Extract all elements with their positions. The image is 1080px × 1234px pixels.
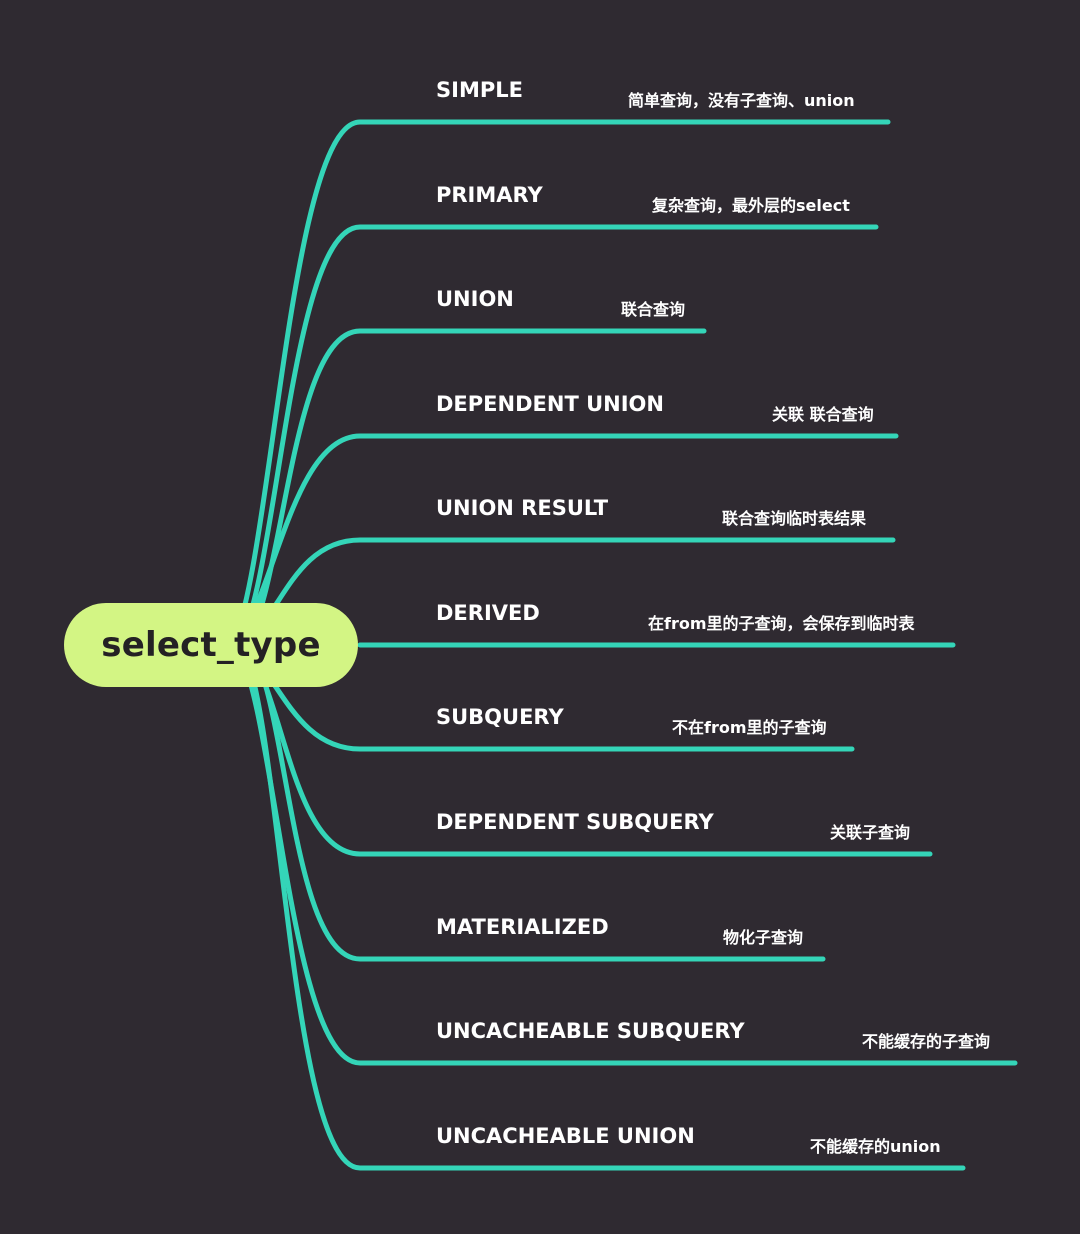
branch-connector-1 bbox=[235, 224, 879, 648]
branch-note-subquery: 不在from里的子查询 bbox=[672, 718, 827, 737]
branch-label-materialized: MATERIALIZED bbox=[436, 915, 609, 939]
branch-note-uncacheable-union: 不能缓存的union bbox=[810, 1137, 941, 1156]
branch-connector-2 bbox=[241, 328, 707, 648]
branch-connector-8 bbox=[245, 642, 826, 962]
branch-label-dependent-subquery: DEPENDENT SUBQUERY bbox=[436, 810, 714, 834]
root-label: select_type bbox=[101, 625, 321, 665]
branch-note-derived: 在from里的子查询，会保存到临时表 bbox=[648, 614, 915, 633]
branch-label-union-result: UNION RESULT bbox=[436, 496, 609, 520]
branch-label-uncacheable-union: UNCACHEABLE UNION bbox=[436, 1124, 695, 1148]
branch-label-dependent-union: DEPENDENT UNION bbox=[436, 392, 664, 416]
branch-label-uncacheable-subquery: UNCACHEABLE SUBQUERY bbox=[436, 1019, 745, 1043]
branch-label-simple: SIMPLE bbox=[436, 78, 523, 102]
branch-connector-10 bbox=[239, 642, 966, 1171]
branch-note-primary: 复杂查询，最外层的select bbox=[652, 196, 850, 215]
branch-note-uncacheable-subquery: 不能缓存的子查询 bbox=[862, 1032, 991, 1051]
branch-note-simple: 简单查询，没有子查询、union bbox=[628, 91, 855, 110]
branch-label-subquery: SUBQUERY bbox=[436, 705, 564, 729]
root-node: select_type bbox=[64, 603, 358, 687]
branch-note-materialized: 物化子查询 bbox=[723, 928, 804, 947]
branch-label-union: UNION bbox=[436, 287, 514, 311]
branch-connector-0 bbox=[229, 119, 891, 648]
branch-note-union: 联合查询 bbox=[621, 300, 686, 319]
branch-note-union-result: 联合查询临时表结果 bbox=[722, 509, 867, 528]
branch-note-dependent-subquery: 关联子查询 bbox=[830, 823, 911, 842]
branch-connector-9 bbox=[233, 642, 1018, 1066]
branch-note-dependent-union: 关联 联合查询 bbox=[772, 405, 874, 424]
branch-label-primary: PRIMARY bbox=[436, 183, 543, 207]
branch-label-derived: DERIVED bbox=[436, 601, 540, 625]
